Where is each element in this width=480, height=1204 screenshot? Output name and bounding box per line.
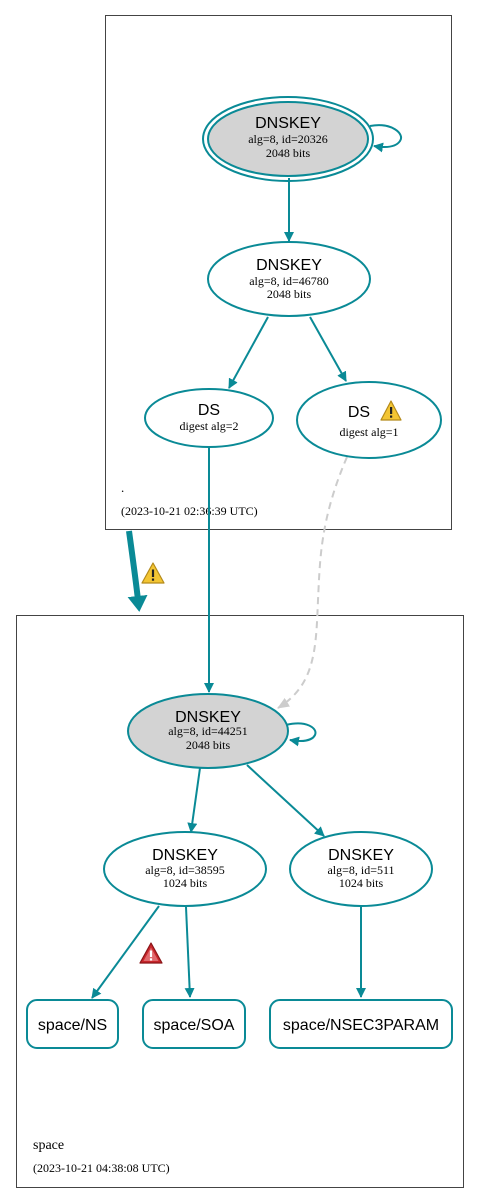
node-ds-digest-2-title: DS	[198, 402, 220, 419]
edge-root-zsk-ds2	[228, 316, 269, 389]
node-rrset-nsec3param[interactable]: space/NSEC3PARAM	[269, 999, 453, 1049]
node-space-zsk-511-line1: alg=8, id=511	[327, 863, 394, 877]
node-rrset-nsec3param-label: space/NSEC3PARAM	[283, 1017, 439, 1034]
node-root-ksk-line1: alg=8, id=20326	[248, 132, 328, 146]
zone-root-name: .	[121, 480, 124, 495]
zone-root: . (2023-10-21 02:36:39 UTC)	[105, 15, 452, 530]
zone-space-name: space	[33, 1138, 64, 1153]
warning-icon	[380, 400, 402, 421]
node-space-zsk-511-line2: 1024 bits	[339, 876, 384, 890]
node-space-zsk-511[interactable]: DNSKEY alg=8, id=511 1024 bits	[289, 831, 433, 907]
edge-zsk1-soa	[184, 906, 195, 998]
node-rrset-soa-label: space/SOA	[154, 1017, 235, 1034]
node-space-zsk-38595-title: DNSKEY	[152, 847, 218, 864]
edge-root-ksk-self	[369, 124, 403, 153]
node-space-zsk-511-title: DNSKEY	[328, 847, 394, 864]
node-root-ksk-title: DNSKEY	[255, 115, 321, 132]
node-ds-digest-1-line1: digest alg=1	[339, 425, 398, 439]
edge-root-zsk-ds1	[309, 316, 347, 382]
node-space-zsk-38595[interactable]: DNSKEY alg=8, id=38595 1024 bits	[103, 831, 267, 907]
node-ds-digest-2[interactable]: DS digest alg=2	[144, 388, 274, 448]
node-ds-digest-1[interactable]: DS digest alg=1	[296, 381, 442, 459]
node-rrset-soa[interactable]: space/SOA	[142, 999, 246, 1049]
node-root-zsk-title: DNSKEY	[256, 257, 322, 274]
zone-root-timestamp: (2023-10-21 02:36:39 UTC)	[121, 504, 258, 518]
edges	[91, 124, 403, 999]
zone-space: space (2023-10-21 04:38:08 UTC)	[16, 615, 464, 1188]
node-rrset-ns-label: space/NS	[38, 1017, 107, 1034]
node-root-ksk[interactable]: DNSKEY alg=8, id=20326 2048 bits	[202, 96, 374, 182]
edge-ds1-space-ksk-dashed	[277, 456, 348, 709]
edge-space-ksk-zsk2	[246, 764, 325, 837]
node-ds-digest-2-line1: digest alg=2	[179, 419, 238, 433]
node-space-ksk-title: DNSKEY	[175, 709, 241, 726]
node-root-zsk[interactable]: DNSKEY alg=8, id=46780 2048 bits	[207, 241, 371, 317]
node-space-zsk-38595-line1: alg=8, id=38595	[145, 863, 225, 877]
node-rrset-ns[interactable]: space/NS	[26, 999, 119, 1049]
edge-space-ksk-self	[285, 722, 317, 747]
edge-space-ksk-zsk1	[187, 767, 201, 833]
node-root-ksk-line2: 2048 bits	[266, 146, 311, 160]
node-space-ksk[interactable]: DNSKEY alg=8, id=44251 2048 bits	[127, 693, 289, 769]
node-root-zsk-line1: alg=8, id=46780	[249, 274, 329, 288]
warning-icon	[141, 562, 165, 584]
edge-delegation	[126, 530, 148, 612]
node-ds-digest-1-title: DS	[348, 404, 370, 421]
node-space-ksk-line1: alg=8, id=44251	[168, 724, 248, 738]
node-root-zsk-line2: 2048 bits	[267, 287, 312, 301]
node-space-ksk-line2: 2048 bits	[186, 738, 231, 752]
node-space-zsk-38595-line2: 1024 bits	[163, 876, 208, 890]
error-icon	[139, 942, 163, 964]
edge-zsk1-ns	[91, 905, 160, 999]
zone-space-timestamp: (2023-10-21 04:38:08 UTC)	[33, 1161, 170, 1175]
